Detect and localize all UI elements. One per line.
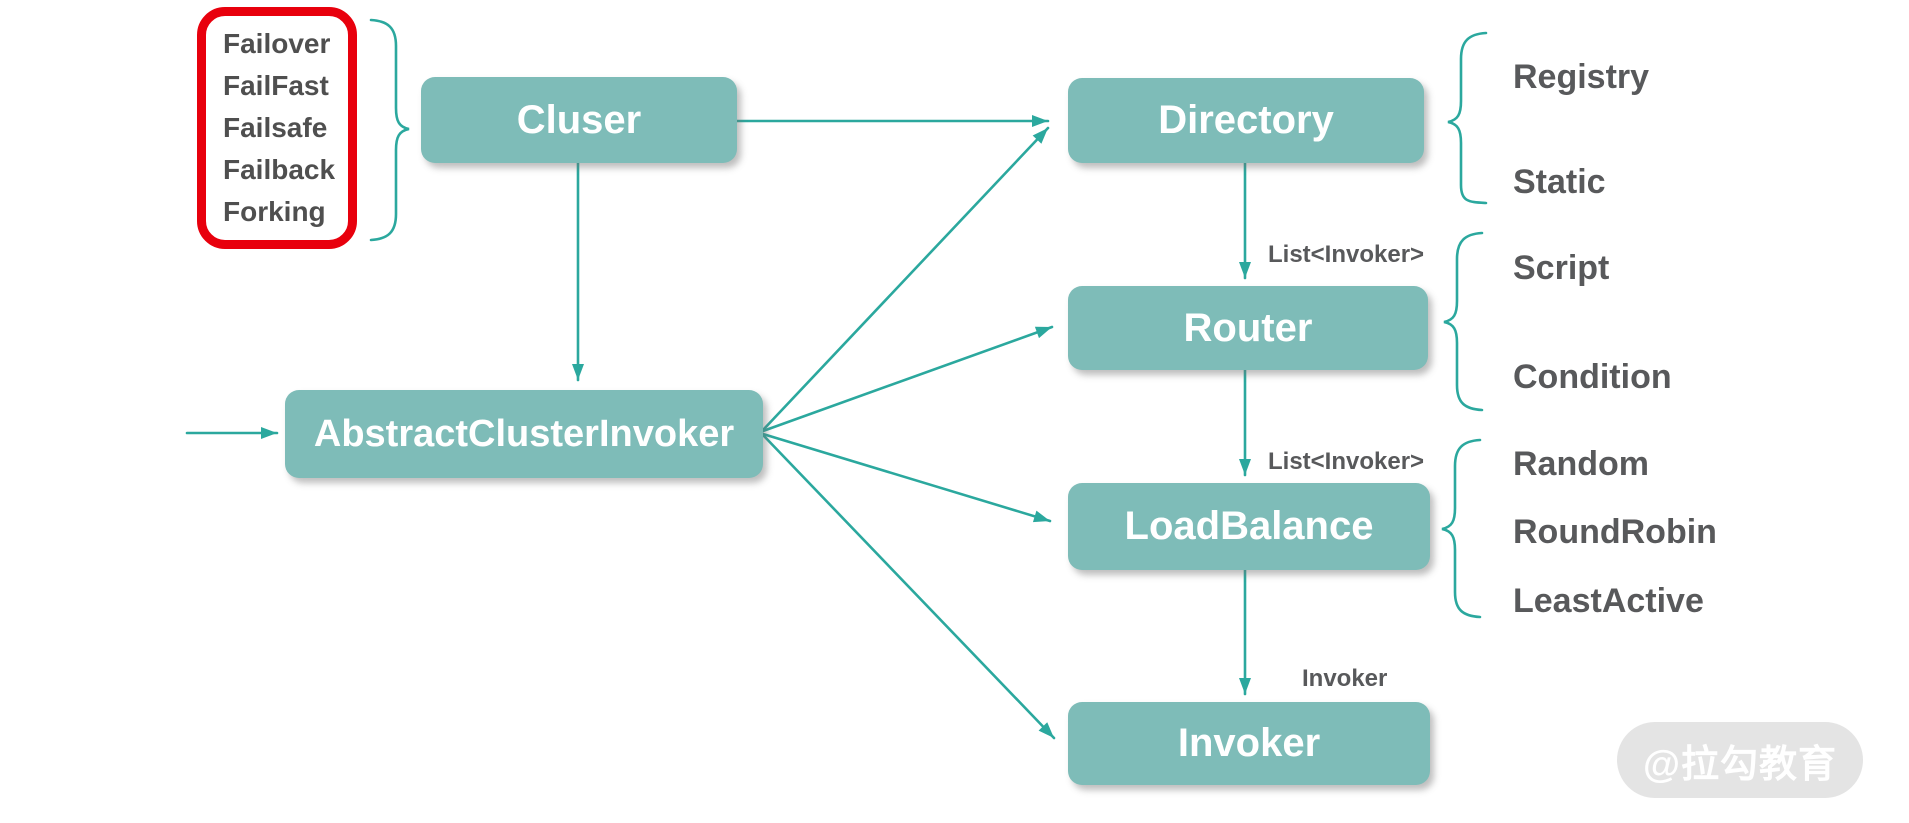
brace-router-impls: [1443, 231, 1484, 412]
brace-fault-strategies: [369, 18, 410, 242]
brace-loadbalance-impls: [1441, 438, 1482, 619]
label-script: Script: [1513, 249, 1610, 287]
fault-strategy-item: Forking: [223, 196, 326, 227]
edge-label-list-invoker-1: List<Invoker>: [1268, 241, 1425, 268]
edge-label-list-invoker-2: List<Invoker>: [1268, 448, 1425, 475]
node-loadbalance: LoadBalance: [1068, 483, 1430, 570]
fault-strategy-item: FailFast: [223, 70, 329, 101]
edge-abstract-to-directory: [761, 126, 1050, 432]
node-router: Router: [1068, 286, 1428, 370]
brace-directory-impls: [1447, 31, 1488, 205]
label-roundrobin: RoundRobin: [1513, 513, 1717, 551]
label-static: Static: [1513, 163, 1606, 201]
edge-abstract-to-invoker: [761, 433, 1056, 740]
edge-abstract-to-router: [761, 325, 1054, 433]
fault-strategy-item: Failback: [223, 154, 336, 185]
label-condition: Condition: [1513, 358, 1672, 396]
node-directory: Directory: [1068, 78, 1424, 163]
label-registry: Registry: [1513, 58, 1650, 96]
watermark-badge: @拉勾教育: [1617, 722, 1863, 798]
label-random: Random: [1513, 445, 1649, 483]
edge-label-invoker: Invoker: [1302, 665, 1388, 692]
fault-strategy-list: Failover FailFast Failsafe Failback Fork…: [197, 7, 357, 249]
fault-strategy-item: Failsafe: [223, 112, 328, 143]
edge-abstract-to-loadbalance: [761, 432, 1052, 523]
fault-strategy-item: Failover: [223, 28, 331, 59]
node-abstract-cluster-invoker: AbstractClusterInvoker: [285, 390, 763, 478]
node-cluster: Cluser: [421, 77, 737, 163]
node-invoker: Invoker: [1068, 702, 1430, 785]
label-leastactive: LeastActive: [1513, 582, 1704, 620]
